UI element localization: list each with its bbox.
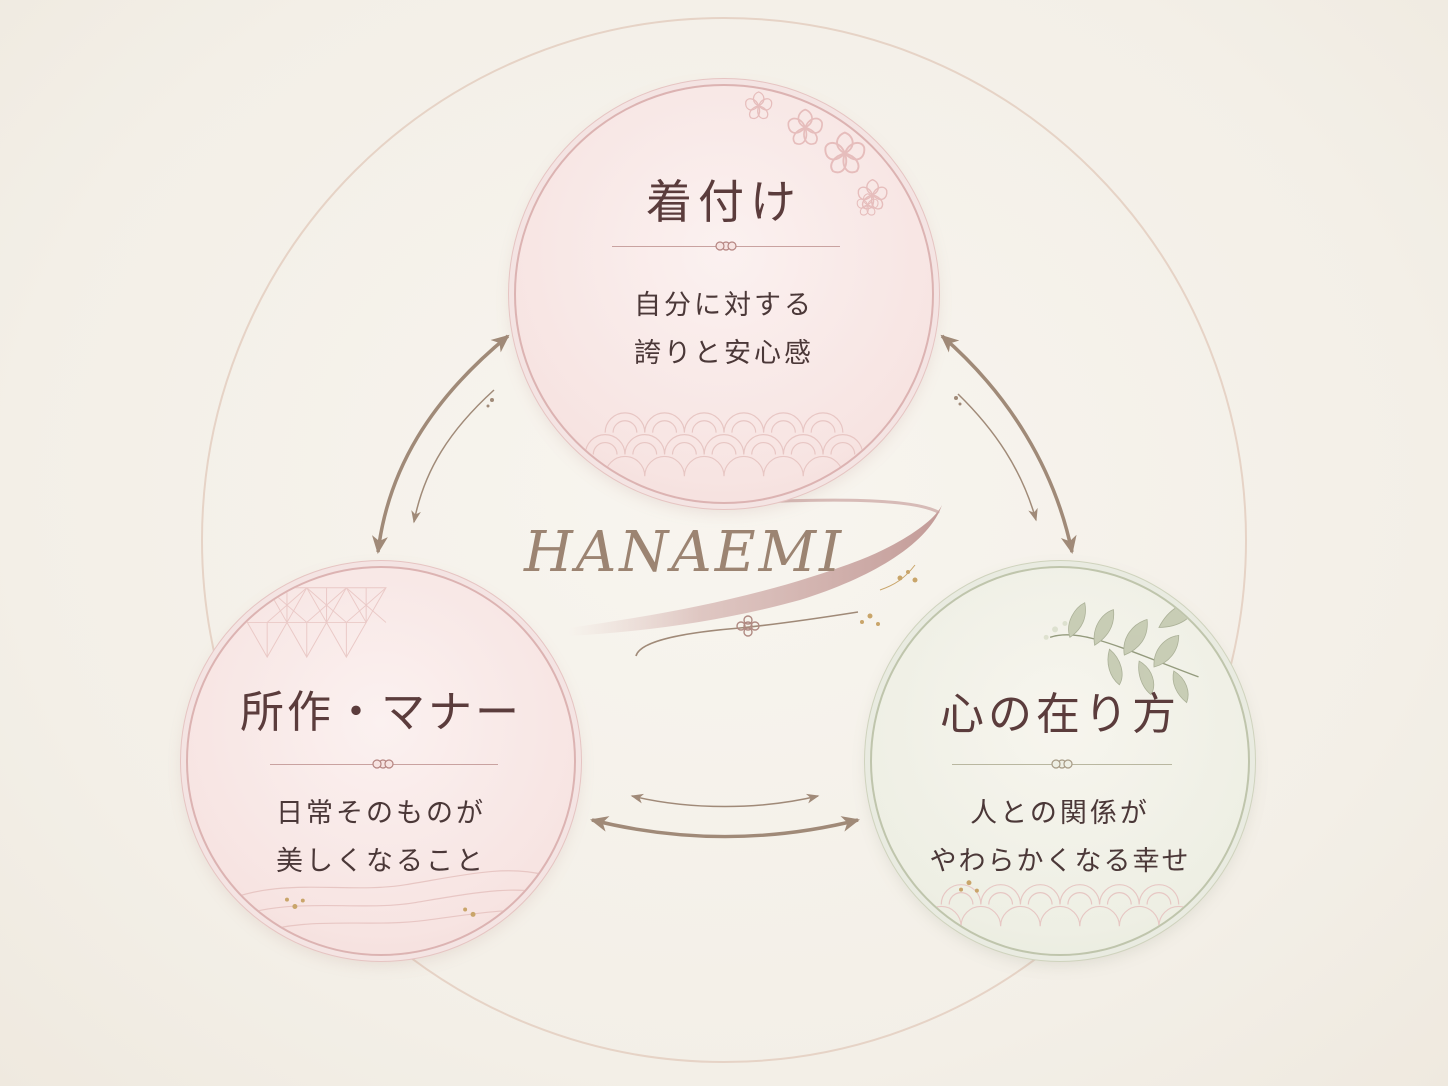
gold-sprig-icon xyxy=(860,570,918,626)
arrow-kitsuke-kokoro-outer xyxy=(940,334,1077,554)
hanaemi-logo: HANAEMI xyxy=(524,520,845,585)
wave-pattern-icon xyxy=(920,884,1200,927)
node-shosa-line1: 日常そのものが xyxy=(276,798,486,829)
asanoha-pattern-icon xyxy=(217,587,555,937)
brush-swash xyxy=(568,505,942,636)
node-kokoro-line2: やわらかくなる幸せ xyxy=(929,846,1191,877)
node-kitsuke-line2: 誇りと安心感 xyxy=(634,338,814,369)
logo-flourish xyxy=(635,611,859,657)
wave-pattern-icon xyxy=(217,870,555,937)
node-kitsuke: 着付け 自分に対する 誇りと安心感 xyxy=(514,84,934,504)
arrow-shosa-kokoro-outer xyxy=(590,816,860,839)
arrow-kitsuke-shosa-inner xyxy=(411,389,495,524)
background-ring xyxy=(201,17,1247,1063)
node-kokoro: 心の在り方 人との関係が やわらかくなる幸せ xyxy=(870,566,1250,956)
node-kitsuke-line1: 自分に対する xyxy=(634,290,814,321)
node-kitsuke-title: 着付け xyxy=(646,175,802,229)
arrow-shosa-kokoro-inner xyxy=(630,793,820,808)
node-kokoro-title: 心の在り方 xyxy=(940,689,1180,740)
arrow-kitsuke-kokoro-inner xyxy=(957,393,1038,522)
mizuhiki-knot-icon xyxy=(1051,759,1073,769)
wave-pattern-icon xyxy=(584,412,864,477)
leaf-branch-icon xyxy=(920,601,1200,927)
logo-knot-icon xyxy=(736,615,760,637)
mizuhiki-knot-icon xyxy=(715,241,737,251)
node-shosa: 所作・マナー 日常そのものが 美しくなること xyxy=(186,566,576,956)
node-shosa-line2: 美しくなること xyxy=(276,846,486,877)
node-shosa-title: 所作・マナー xyxy=(240,687,522,738)
arrow-kitsuke-shosa-outer xyxy=(372,334,510,554)
mizuhiki-knot-icon xyxy=(372,759,394,769)
sakura-icon xyxy=(584,91,888,477)
node-kokoro-line1: 人との関係が xyxy=(970,798,1150,829)
